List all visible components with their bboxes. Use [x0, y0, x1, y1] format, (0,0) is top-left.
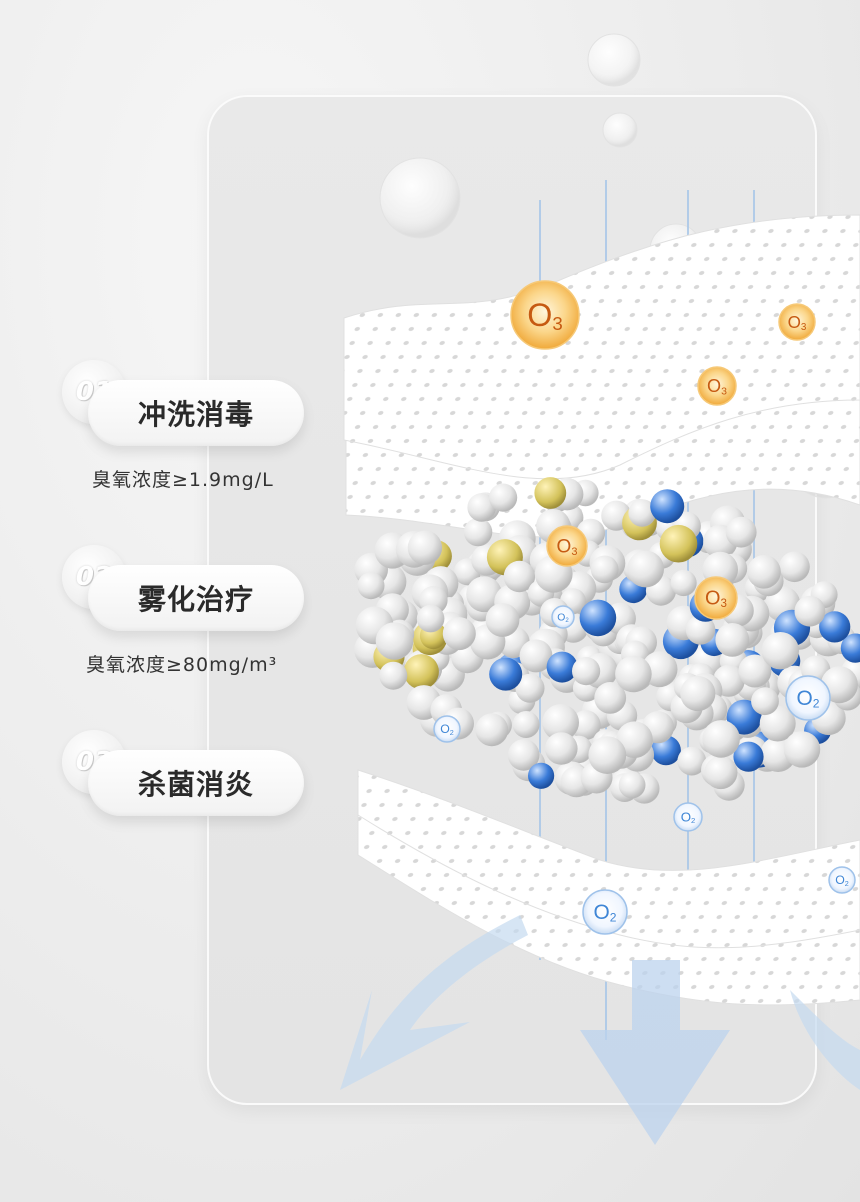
filter-ball [751, 687, 779, 716]
filter-ball [840, 633, 860, 663]
feature-title-pill: 杀菌消炎 [88, 750, 304, 816]
filter-ball [715, 623, 750, 657]
filter-ball [572, 657, 601, 686]
filter-ball [528, 762, 555, 789]
svg-text:O2: O2 [797, 687, 820, 711]
filter-ball [618, 771, 646, 799]
bubble [379, 157, 461, 239]
filter-ball [379, 661, 408, 690]
filter-ball [507, 739, 540, 771]
feature-title: 杀菌消炎 [137, 768, 254, 801]
svg-text:O3: O3 [557, 536, 578, 557]
svg-text:O3: O3 [705, 588, 727, 611]
filter-ball [733, 741, 764, 772]
filter-ball [725, 516, 757, 548]
filter-ball [702, 720, 740, 758]
filter-ball [794, 595, 826, 627]
filter-ball [615, 655, 652, 693]
filter-sheet [357, 769, 860, 949]
filter-ball [546, 651, 578, 683]
svg-text:O3: O3 [707, 376, 727, 397]
filter-ball [747, 555, 781, 589]
filter-ball [588, 736, 627, 774]
filter-ball [779, 551, 810, 583]
filter-ball [416, 604, 445, 633]
ozone-molecule: O3 [546, 525, 588, 567]
filter-ball [590, 555, 619, 584]
filter-ball [485, 603, 520, 637]
oxygen-molecule: O2 [551, 605, 575, 629]
filter-ball [534, 477, 567, 509]
svg-text:O2: O2 [440, 722, 454, 737]
feature-detail: 臭氧浓度≥1.9mg/L [92, 469, 274, 491]
filter-ball [819, 611, 851, 643]
filter-ball [738, 654, 772, 688]
filter-ball [442, 617, 476, 651]
filter-ball [628, 499, 656, 527]
filter-ball [616, 721, 653, 758]
filter-ball [677, 746, 707, 776]
filter-ball [519, 639, 553, 673]
filter-ball [704, 755, 738, 790]
filter-ball [659, 524, 698, 563]
oxygen-molecule: O2 [673, 802, 703, 832]
svg-text:O2: O2 [594, 901, 617, 925]
bubble [587, 33, 641, 87]
filter-ball [545, 732, 578, 765]
filter-ball [467, 493, 497, 522]
filter-ball [407, 530, 443, 565]
filter-ball [403, 654, 439, 690]
filter-ball [579, 599, 617, 637]
oxygen-molecule: O2 [828, 866, 856, 894]
bubble [602, 112, 638, 148]
filter-ball [375, 622, 414, 660]
filter-ball [761, 632, 799, 670]
filter-ball [726, 699, 762, 735]
filter-ball [489, 657, 523, 691]
feature-title: 雾化治疗 [137, 583, 254, 616]
filter-ball [466, 576, 502, 613]
filter-ball [627, 550, 664, 588]
ozone-molecule: O3 [697, 366, 737, 406]
filter-sheet [343, 214, 860, 480]
filter-ball [463, 517, 493, 547]
feature-detail: 臭氧浓度≥80mg/m³ [86, 654, 278, 676]
filter-ball [783, 731, 821, 768]
filter-ball [680, 675, 716, 712]
filter-ball [515, 673, 545, 703]
oxygen-molecule: O2 [785, 675, 831, 721]
flow-arrow [790, 990, 860, 1090]
feature-title: 冲洗消毒 [137, 398, 254, 431]
ozone-molecule: O3 [778, 303, 816, 341]
feature-title-pill: 雾化治疗 [88, 565, 304, 631]
filter-ball [357, 572, 385, 600]
filter-ball [475, 713, 509, 747]
ozone-molecule: O3 [694, 576, 738, 620]
oxygen-molecule: O2 [433, 715, 461, 743]
filter-media-cluster [354, 477, 860, 804]
filter-ball [503, 560, 536, 593]
svg-text:O3: O3 [788, 313, 807, 333]
filter-ball [670, 569, 697, 597]
filter-ball [489, 483, 518, 512]
svg-text:O2: O2 [557, 613, 569, 624]
filter-ball [650, 489, 685, 524]
filter-ball [542, 704, 579, 741]
filter-ball [594, 682, 627, 714]
svg-text:O2: O2 [835, 873, 849, 888]
flow-arrow [340, 915, 528, 1090]
oxygen-molecule: O2 [582, 889, 628, 935]
feature-title-pill: 冲洗消毒 [88, 380, 304, 446]
svg-text:O3: O3 [527, 297, 563, 334]
filter-ball [685, 615, 716, 645]
filter-ball [512, 711, 540, 738]
flow-arrow [580, 960, 730, 1145]
svg-text:O2: O2 [681, 809, 696, 825]
ozone-molecule: O3 [510, 280, 580, 350]
